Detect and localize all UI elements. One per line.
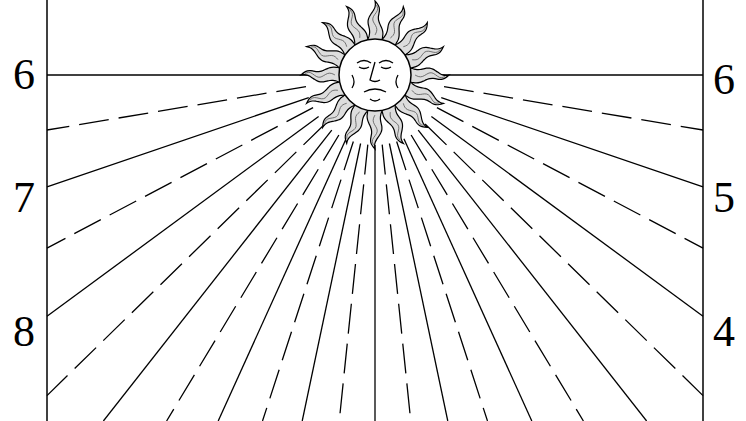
hour-line xyxy=(103,130,331,421)
dial-border xyxy=(46,0,48,421)
face-feature xyxy=(352,75,354,88)
hour-line xyxy=(47,116,319,316)
face-feature xyxy=(359,67,369,69)
dial-border xyxy=(702,0,704,421)
sun-ray xyxy=(382,7,405,45)
half-hour-line xyxy=(47,108,313,248)
ray-texture xyxy=(372,115,377,145)
sun-ray xyxy=(345,105,368,143)
sun-ray xyxy=(405,47,443,68)
hour-line xyxy=(47,98,309,187)
hour-line xyxy=(404,139,532,421)
hour-numeral: 6 xyxy=(13,53,35,97)
hour-numeral: 6 xyxy=(713,58,735,102)
half-hour-line xyxy=(339,145,368,421)
face-feature xyxy=(379,61,393,64)
hour-numeral: 7 xyxy=(13,176,35,220)
hour-line xyxy=(302,144,360,421)
hour-numeral: 5 xyxy=(713,176,735,220)
half-hour-line xyxy=(437,108,703,248)
ray-texture xyxy=(412,50,440,60)
sun-ray xyxy=(368,1,383,41)
hour-line xyxy=(435,74,703,75)
face-feature xyxy=(370,99,380,101)
ray-texture xyxy=(347,112,360,139)
ray-texture xyxy=(310,90,338,100)
half-hour-line xyxy=(47,124,325,396)
sun-ray xyxy=(405,82,443,105)
half-hour-line xyxy=(47,87,306,130)
ray-texture xyxy=(415,73,445,78)
half-hour-line xyxy=(411,135,583,421)
ray-texture xyxy=(324,103,346,123)
hour-line xyxy=(431,116,703,316)
sun-ray xyxy=(307,82,345,103)
hour-lines xyxy=(47,75,703,421)
ray-texture xyxy=(305,72,335,77)
face-feature xyxy=(370,62,380,82)
hour-line xyxy=(389,144,447,421)
hour-line xyxy=(374,145,375,421)
face-feature xyxy=(396,75,398,88)
half-hour-line xyxy=(444,87,703,130)
ray-texture xyxy=(390,11,403,38)
hour-line xyxy=(218,139,346,421)
ray-texture xyxy=(373,5,378,35)
half-hour-line xyxy=(262,142,353,421)
hour-line xyxy=(418,130,646,421)
ray-texture xyxy=(390,112,400,140)
hour-line xyxy=(441,98,703,187)
half-hour-line xyxy=(167,135,339,421)
sun-ray xyxy=(301,67,341,82)
face-feature xyxy=(357,61,371,64)
face-feature xyxy=(381,67,391,69)
ray-texture xyxy=(327,24,347,46)
hour-numeral: 8 xyxy=(13,310,35,354)
sun-ray xyxy=(409,68,449,83)
sun-ray xyxy=(367,109,382,149)
hour-line xyxy=(47,74,315,75)
ray-texture xyxy=(403,103,423,125)
half-hour-line xyxy=(397,142,488,421)
hour-numeral: 4 xyxy=(713,310,735,354)
sun-ray xyxy=(347,7,368,45)
ray-texture xyxy=(311,47,338,60)
sun-ray xyxy=(307,45,345,68)
sun-ray xyxy=(382,105,403,143)
ray-texture xyxy=(350,10,360,38)
half-hour-line xyxy=(425,124,703,396)
half-hour-line xyxy=(382,145,411,421)
sun-face xyxy=(339,39,411,111)
ray-texture xyxy=(403,27,425,47)
face-feature xyxy=(364,89,386,92)
ray-texture xyxy=(412,90,439,103)
sun-emblem xyxy=(301,1,449,149)
